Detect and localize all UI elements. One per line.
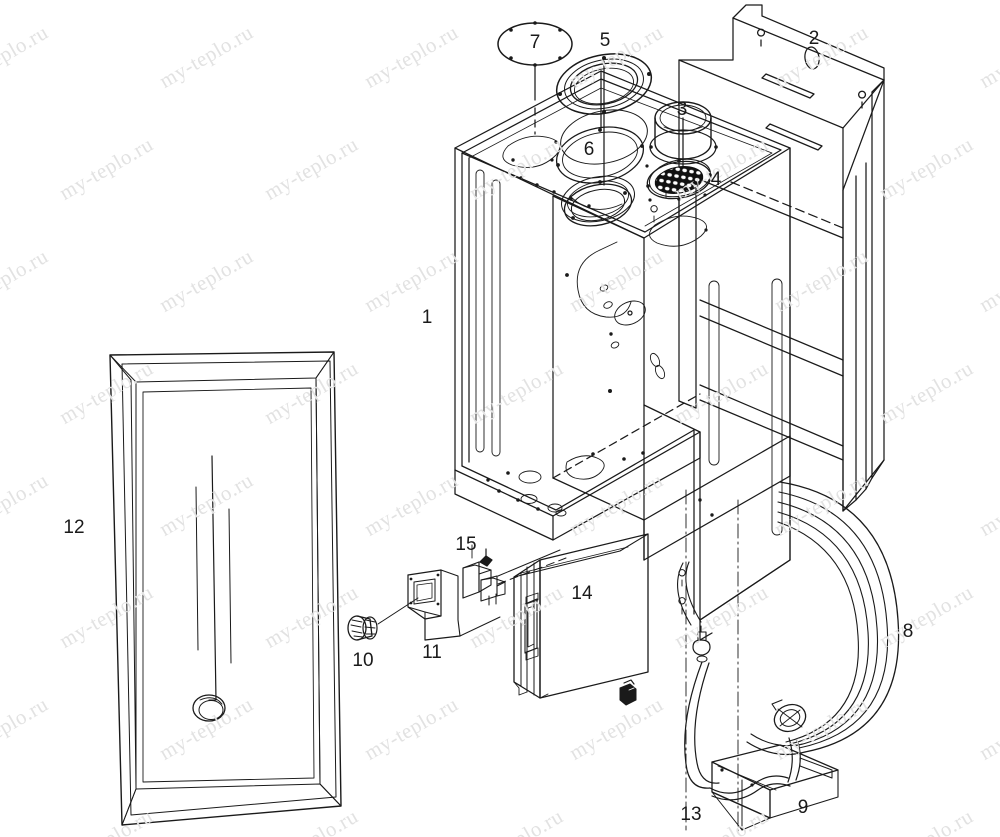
hose-clamp <box>771 699 807 733</box>
part-1-main-casing-chassis <box>454 70 791 641</box>
part-12-front-door-panel <box>109 351 342 826</box>
part-6-lower-sealing-ring <box>555 126 645 227</box>
part-5-upper-sealing-ring <box>555 53 653 186</box>
part-13-capillary-sensor-cable <box>677 561 801 801</box>
cable-clip <box>619 679 637 706</box>
part-14-control-module-box <box>513 533 649 699</box>
part-4-perforated-baffle-plate <box>646 159 712 246</box>
part-3-flue-collar <box>649 101 718 179</box>
part-9-mounting-bracket <box>711 744 839 831</box>
part-8-flexible-hose-coil <box>746 481 900 755</box>
part-15-micro-switch-assembly <box>462 544 567 606</box>
part-11-knob-support-bracket <box>407 569 501 641</box>
centre-axis-lines <box>685 489 739 836</box>
part-7-oval-blanking-cover <box>497 21 573 135</box>
part-2-rear-mounting-panel <box>678 4 885 512</box>
